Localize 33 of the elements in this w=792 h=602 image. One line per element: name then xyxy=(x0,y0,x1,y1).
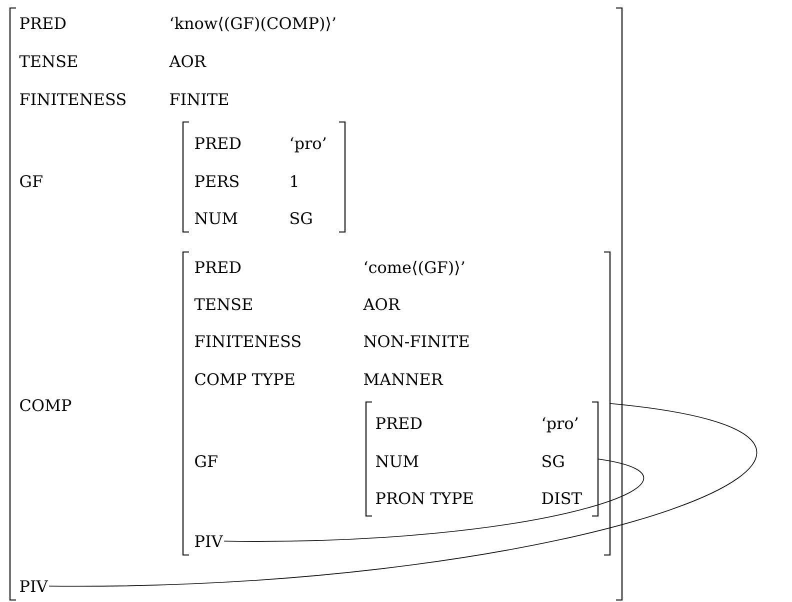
feature-value: SG xyxy=(542,455,564,468)
feature-name: PRED xyxy=(195,137,241,149)
feature-value: ‘come⟨(GF)⟩’ xyxy=(364,260,464,276)
feature-value: ‘pro’ xyxy=(290,137,326,152)
feature-value: COMP xyxy=(20,399,72,412)
feature-name: PRED xyxy=(20,17,66,29)
connector-line xyxy=(224,458,644,542)
feature-name: FINITENESS xyxy=(20,93,126,106)
feature-value: ‘pro’ xyxy=(542,417,578,432)
feature-name: TENSE xyxy=(19,55,77,68)
feature-value: SG xyxy=(290,212,312,224)
feature-value: DIST xyxy=(542,492,582,504)
feature-name: PRED xyxy=(376,417,422,429)
feature-value: FINITE xyxy=(170,93,228,106)
feature-value: MANNER xyxy=(364,373,444,386)
feature-value: NON-FINITE xyxy=(364,335,469,348)
feature-name: NUM xyxy=(195,212,238,224)
feature-name: COMP TYPE xyxy=(195,373,294,386)
connector-line xyxy=(48,403,756,587)
feature-value: ‘know⟨(GF)(COMP)⟩’ xyxy=(170,16,336,32)
feature-value: AOR xyxy=(169,55,206,68)
feature-name: TENSE xyxy=(194,298,252,310)
feature-name: PERS xyxy=(195,175,238,188)
feature-name: GF xyxy=(20,175,42,188)
feature-name: NUM xyxy=(376,455,418,468)
feature-name: PRON TYPE xyxy=(376,492,473,504)
feature-name: GF xyxy=(195,455,218,468)
feature-name: PRED xyxy=(195,261,241,273)
feature-value: 1 xyxy=(291,175,298,187)
feature-name: PIV xyxy=(195,535,224,547)
feature-name: PIV xyxy=(20,580,48,592)
feature-name: FINITENESS xyxy=(195,335,300,348)
feature-value: AOR xyxy=(363,298,400,310)
